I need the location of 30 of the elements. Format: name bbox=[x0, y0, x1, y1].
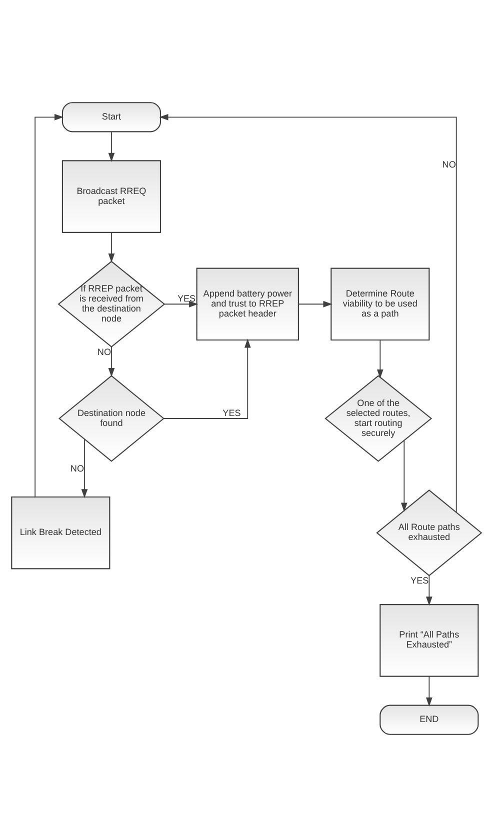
node-box: END bbox=[380, 704, 479, 734]
arrow bbox=[298, 300, 332, 307]
edge-label: NO bbox=[70, 463, 84, 474]
node-diamond: If RREP packet is received from the destination node bbox=[58, 260, 166, 347]
arrow bbox=[108, 346, 115, 377]
arrow bbox=[108, 232, 115, 262]
edge-label: YES bbox=[177, 292, 196, 303]
edge-label: NO bbox=[442, 159, 456, 170]
arrow bbox=[108, 130, 115, 162]
arrow bbox=[164, 300, 198, 307]
arrow bbox=[400, 440, 408, 512]
node-box: Link Break Detected bbox=[11, 496, 110, 569]
arrow bbox=[159, 113, 457, 512]
node-box: Append battery power and trust to RREP packet header bbox=[196, 267, 299, 340]
node-box: Broadcast RREQ packet bbox=[62, 160, 162, 232]
node-diamond: Destination node found bbox=[58, 374, 165, 462]
node-box: Print “All Paths Exhausted” bbox=[380, 604, 479, 676]
arrow bbox=[426, 675, 432, 706]
arrow bbox=[34, 113, 64, 497]
node-diamond: One of the selected routes, start routing securely bbox=[324, 374, 432, 462]
node-diamond: All Route paths exhausted bbox=[376, 489, 482, 576]
edge-label: NO bbox=[97, 346, 112, 357]
node-box: Determine Route viability to be used as a path bbox=[330, 267, 430, 340]
arrow bbox=[376, 339, 384, 378]
edge-label: YES bbox=[410, 575, 429, 586]
edge-label: YES bbox=[222, 407, 241, 418]
node-box: Start bbox=[62, 102, 162, 132]
arrow bbox=[81, 438, 88, 498]
arrow bbox=[163, 338, 251, 418]
arrow bbox=[426, 574, 432, 606]
